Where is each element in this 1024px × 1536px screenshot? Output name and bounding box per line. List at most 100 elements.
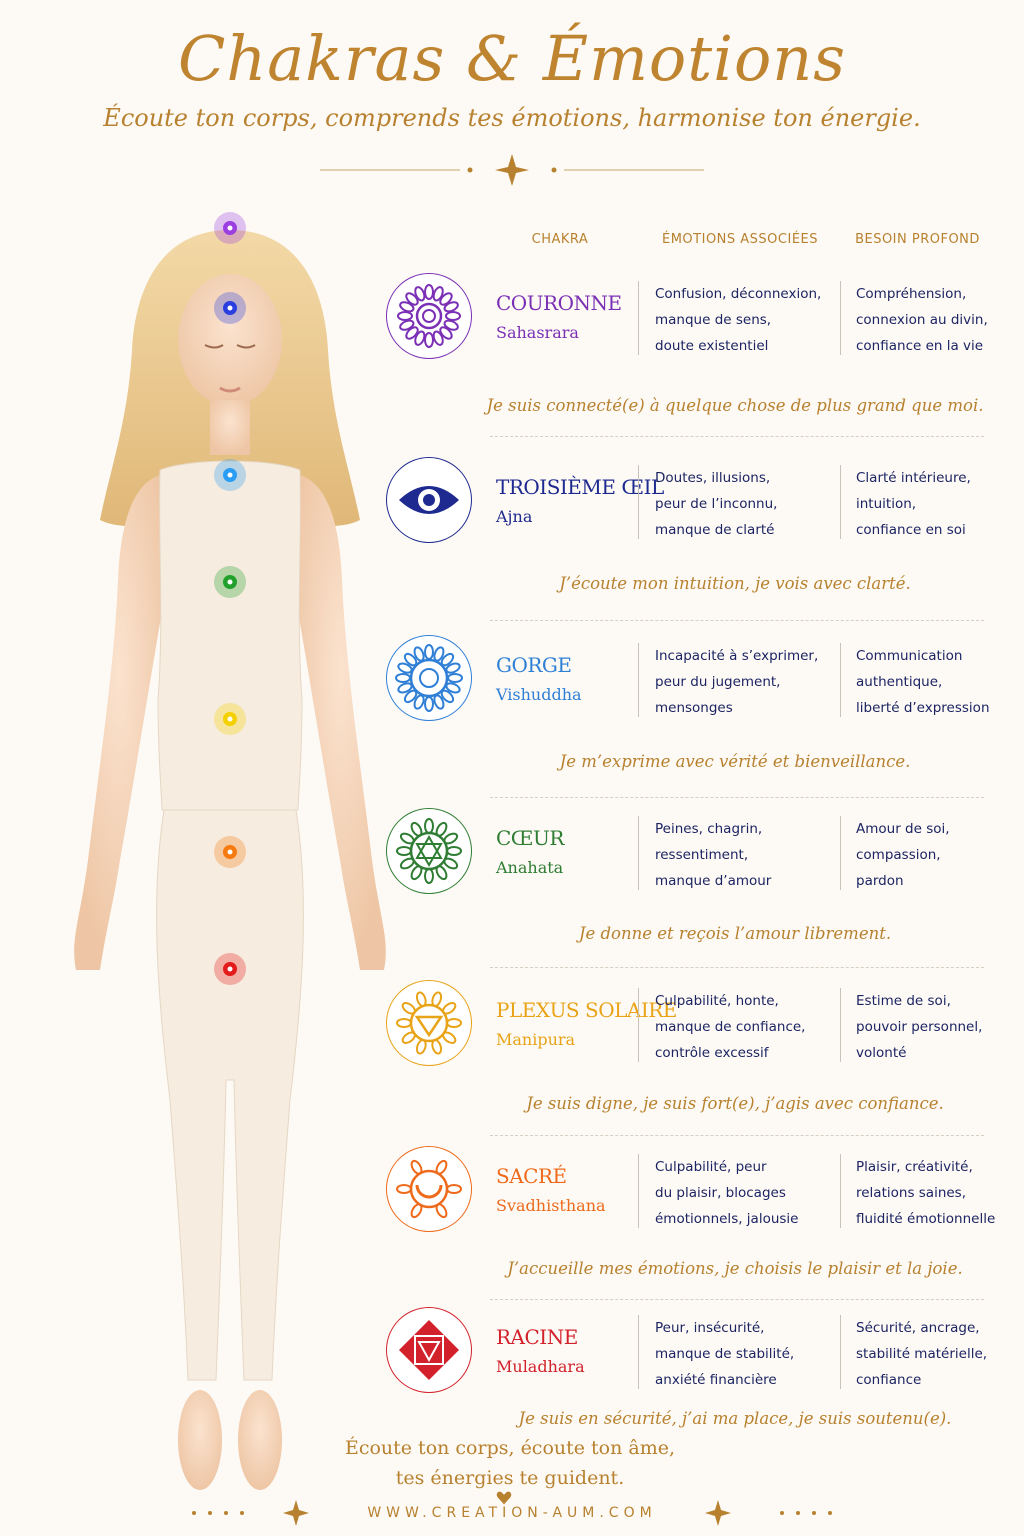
website-link[interactable]: WWW.CREATION-AUM.COM: [367, 1505, 657, 1521]
affirmation: Je m’exprime avec vérité et bienveillanc…: [559, 752, 911, 771]
emotions-cell-line: Incapacité à s’exprimer,: [655, 648, 819, 664]
besoin-cell: Estime de soi,pouvoir personnel,volonté: [856, 988, 982, 1066]
column-divider: [638, 816, 639, 890]
page-subtitle: Écoute ton corps, comprends tes émotions…: [103, 104, 921, 132]
emotions-cell-line: mensonges: [655, 700, 733, 716]
emotions-cell: Incapacité à s’exprimer, peur du jugement…: [655, 643, 818, 721]
besoin-cell-line: compassion,: [856, 847, 941, 863]
row-separator: [490, 436, 984, 437]
affirmation: Je suis digne, je suis fort(e), j’agis a…: [526, 1094, 944, 1113]
emotions-cell: Peur, insécurité, manque de stabilité, anx…: [655, 1315, 794, 1393]
column-divider: [638, 988, 639, 1062]
column-divider: [638, 1315, 639, 1389]
square-lotus-icon: [386, 1307, 472, 1393]
emotions-cell-line: manque de confiance,: [655, 1019, 806, 1035]
besoin-cell-line: intuition,: [856, 496, 917, 512]
closing-line-1: Écoute ton corps, écoute ton âme,: [344, 1437, 676, 1459]
emotions-cell-line: doute existentiel: [655, 338, 769, 354]
column-divider: [840, 643, 841, 717]
column-header-chakra: CHAKRA: [531, 232, 589, 247]
closing-line-2: tes énergies te guident.: [395, 1467, 625, 1489]
chakra-name: GORGE: [496, 653, 572, 677]
emotions-cell-line: anxiété financière: [655, 1372, 777, 1388]
besoin-cell-line: confiance en la vie: [856, 338, 984, 354]
besoin-cell-line: Communication: [856, 648, 963, 664]
emotions-cell-line: émotionnels, jalousie: [655, 1211, 799, 1227]
chakra-sanskrit: Svadhisthana: [496, 1196, 606, 1215]
column-divider: [840, 816, 841, 890]
row-separator: [490, 797, 984, 798]
emotions-cell-line: Confusion, déconnexion,: [655, 286, 822, 302]
besoin-cell-line: confiance: [856, 1372, 922, 1388]
emotions-cell: Peines, chagrin,ressentiment,manque d’am…: [655, 816, 771, 894]
chakra-sanskrit: Vishuddha: [496, 685, 582, 704]
besoin-cell-line: fluidité émotionnelle: [856, 1211, 996, 1227]
emotions-cell-line: manque de stabilité,: [655, 1346, 795, 1362]
chakra-name: SACRÉ: [496, 1164, 567, 1188]
besoin-cell-line: stabilité matérielle,: [856, 1346, 988, 1362]
besoin-cell-line: pouvoir personnel,: [856, 1019, 983, 1035]
besoin-cell-line: Sécurité, ancrage,: [856, 1320, 980, 1336]
row-separator: [490, 1299, 984, 1300]
emotions-cell-line: manque de sens,: [655, 312, 772, 328]
besoin-cell-line: Compréhension,: [856, 286, 967, 302]
column-divider: [840, 988, 841, 1062]
affirmation: J’écoute mon intuition, je vois avec cla…: [559, 574, 911, 593]
page-title: Chakras & Émotions: [177, 22, 847, 95]
emotions-cell-line: Peur, insécurité,: [655, 1320, 765, 1336]
besoin-cell: Amour de soi, compassion, pardon: [856, 816, 950, 894]
emotions-cell-line: contrôle excessif: [655, 1045, 769, 1061]
emotions-cell-line: Doutes, illusions,: [655, 470, 771, 486]
chakra-point-core: [227, 966, 233, 972]
emotions-cell-line: peur de l’inconnu,: [655, 496, 778, 512]
column-divider: [840, 1154, 841, 1228]
besoin-cell-line: pardon: [856, 873, 904, 889]
column-divider: [638, 1154, 639, 1228]
chakra-name: RACINE: [496, 1325, 578, 1349]
column-divider: [638, 465, 639, 539]
footer-ornament-left: [192, 1500, 309, 1526]
chakra-sanskrit: Muladhara: [496, 1357, 585, 1376]
besoin-cell: Communication authentique, liberté d’expre…: [856, 643, 990, 721]
chakra-sanskrit: Anahata: [496, 858, 564, 877]
besoin-cell-line: Plaisir, créativité,: [856, 1159, 973, 1175]
eye-icon: [386, 457, 472, 543]
emotions-cell: Doutes, illusions, peur de l’inconnu, manq…: [655, 465, 777, 543]
besoin-cell: Compréhension, connexion au divin, confian…: [856, 281, 988, 359]
footer-ornament-right: [705, 1500, 832, 1526]
besoin-cell-line: connexion au divin,: [856, 312, 988, 328]
chakra-point-core: [227, 716, 233, 722]
emotions-cell: Culpabilité, honte,manque de confiance,c…: [655, 988, 805, 1066]
affirmation: Je suis connecté(e) à quelque chose de p…: [486, 396, 984, 415]
affirmation: Je suis en sécurité, j’ai ma place, je s…: [518, 1409, 952, 1428]
row-separator: [490, 967, 984, 968]
emotions-cell-line: Peines, chagrin,: [655, 821, 763, 837]
besoin-cell-line: authentique,: [856, 674, 943, 690]
emotions-cell-line: du plaisir, blocages: [655, 1185, 786, 1201]
besoin-cell: Plaisir, créativité,relations saines,flu…: [856, 1154, 995, 1232]
besoin-cell-line: confiance en soi: [856, 522, 966, 538]
column-header-emotions: ÉMOTIONS ASSOCIÉES: [662, 232, 818, 247]
chakra-point-core: [227, 305, 233, 311]
column-divider: [840, 465, 841, 539]
heart-icon: [496, 1491, 512, 1505]
emotions-cell-line: manque d’amour: [655, 873, 772, 889]
besoin-cell-line: Clarté intérieure,: [856, 470, 971, 486]
besoin-cell: Clarté intérieure, intuition, confiance en…: [856, 465, 971, 543]
besoin-cell-line: Amour de soi,: [856, 821, 950, 837]
emotions-cell-line: peur du jugement,: [655, 674, 781, 690]
chakra-name: TROISIÈME ŒIL: [496, 475, 664, 499]
emotions-cell-line: manque de clarté: [655, 522, 775, 538]
hexagram-icon: [386, 808, 472, 894]
chakra-point-core: [227, 472, 233, 478]
besoin-cell-line: liberté d’expression: [856, 700, 990, 716]
row-separator: [490, 620, 984, 621]
affirmation: J’accueille mes émotions, je choisis le …: [507, 1259, 963, 1278]
column-header-besoin: BESOIN PROFOND: [855, 232, 980, 247]
closing-message: Écoute ton corps, écoute ton âme, tes én…: [290, 1433, 730, 1493]
chakra-sanskrit: Manipura: [496, 1030, 576, 1049]
column-divider: [638, 281, 639, 355]
emotions-cell: Confusion, déconnexion, manque de sens, do…: [655, 281, 821, 359]
triangle-lotus-icon: [386, 980, 472, 1066]
